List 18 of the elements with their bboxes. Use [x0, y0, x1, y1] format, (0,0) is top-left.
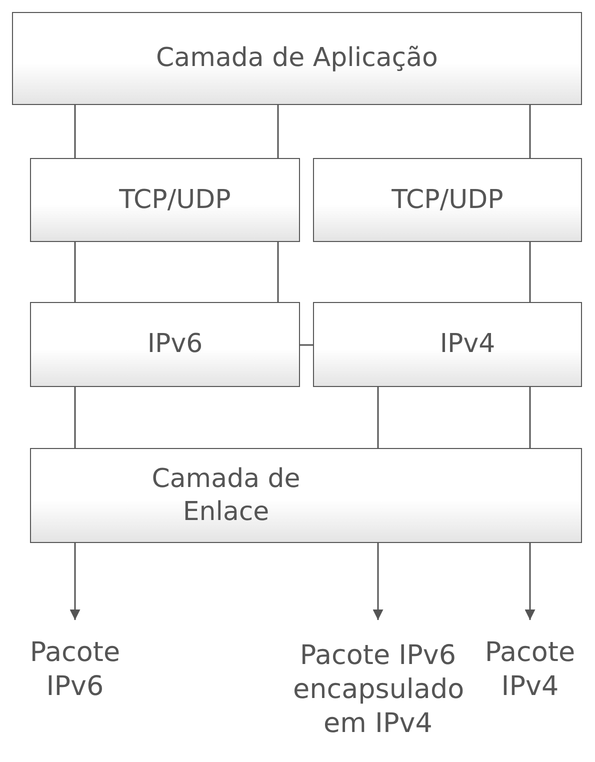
layer-box	[30, 302, 300, 387]
layer-name: TCP/UDP	[392, 184, 504, 216]
arrow	[372, 543, 384, 620]
arrow	[524, 543, 536, 620]
packet-label: Pacote IPv6 encapsulado em IPv4	[293, 639, 463, 741]
layer-box	[12, 12, 582, 105]
packet-label: Pacote IPv4	[484, 636, 576, 704]
layer-box	[313, 158, 582, 242]
layer-name: TCP/UDP	[119, 184, 231, 216]
layer-box	[30, 158, 300, 242]
layer-box	[30, 448, 582, 543]
layer-name: IPv6	[147, 328, 203, 361]
layer-name: IPv4	[440, 328, 496, 361]
layer-box	[313, 302, 582, 387]
packet-label: Pacote IPv6	[28, 636, 122, 704]
layer-name: Camada de Aplicação	[156, 42, 438, 75]
arrow	[70, 543, 80, 620]
layer-name: Camada de Enlace	[151, 463, 301, 528]
